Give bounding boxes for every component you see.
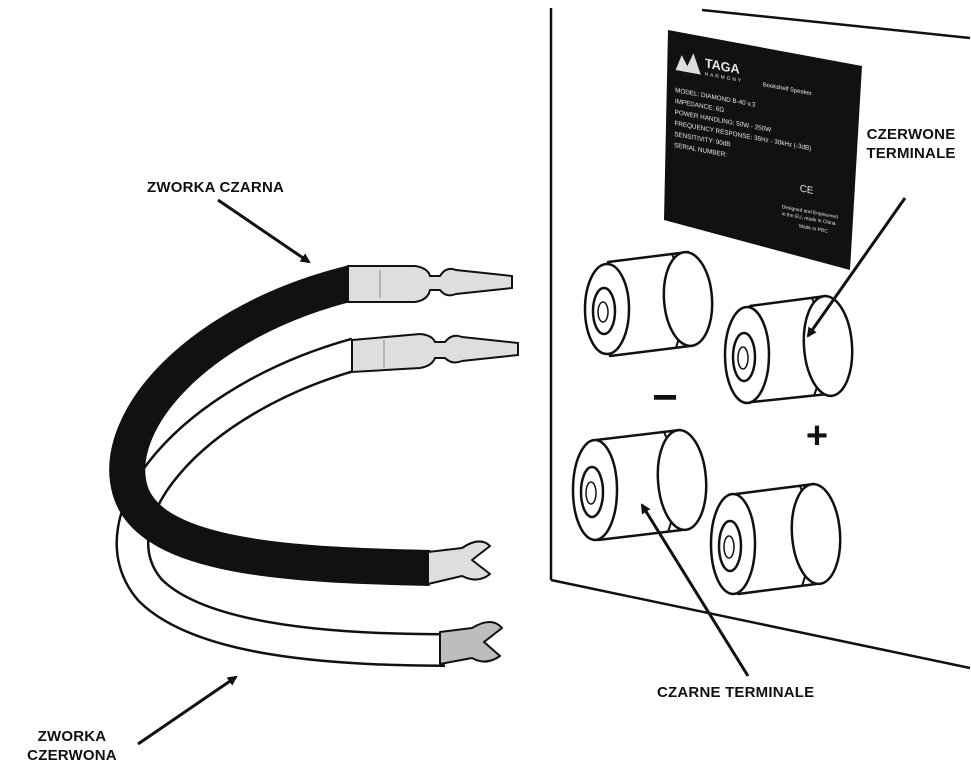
spec-plate: TAGA HARMONY Bookshelf Speaker MODEL: DI… (664, 30, 862, 270)
label-red-jumper: ZWORKA CZERWONA (26, 727, 118, 765)
label-red-terminals-line2: TERMINALE (866, 145, 956, 162)
label-black-jumper: ZWORKA CZARNA (147, 179, 285, 196)
arrow-black-jumper (217, 198, 311, 264)
label-black-terminals: CZARNE TERMINALE (657, 684, 815, 701)
red-jumper-cable (115, 337, 446, 667)
arrow-red-terminals (806, 197, 907, 338)
plus-sign: + (806, 415, 828, 457)
label-red-terminals: CZERWONE TERMINALE (856, 125, 966, 163)
speaker-panel (549, 8, 971, 670)
spade-connector-red (439, 621, 503, 665)
plate-footer-3: Made in PRC (799, 223, 828, 234)
terminal-top-left (583, 250, 714, 358)
spade-connector-black (427, 540, 491, 585)
black-jumper-cable (109, 265, 431, 586)
banana-plug-red (351, 332, 519, 374)
taga-logo-icon (675, 53, 701, 75)
banana-plug-black (347, 265, 513, 303)
plate-brand: TAGA (705, 55, 740, 77)
terminal-bottom-left (571, 428, 708, 542)
label-red-terminals-line1: CZERWONE (866, 126, 956, 143)
plate-ce-mark: CE (800, 183, 814, 197)
arrow-black-terminals (640, 503, 750, 677)
arrow-red-jumper (137, 675, 238, 746)
terminal-top-right (723, 294, 854, 405)
minus-sign: − (652, 373, 678, 422)
label-red-jumper-line2: CZERWONA (27, 747, 117, 764)
terminal-bottom-right (709, 482, 842, 596)
label-red-jumper-line1: ZWORKA (37, 728, 107, 745)
